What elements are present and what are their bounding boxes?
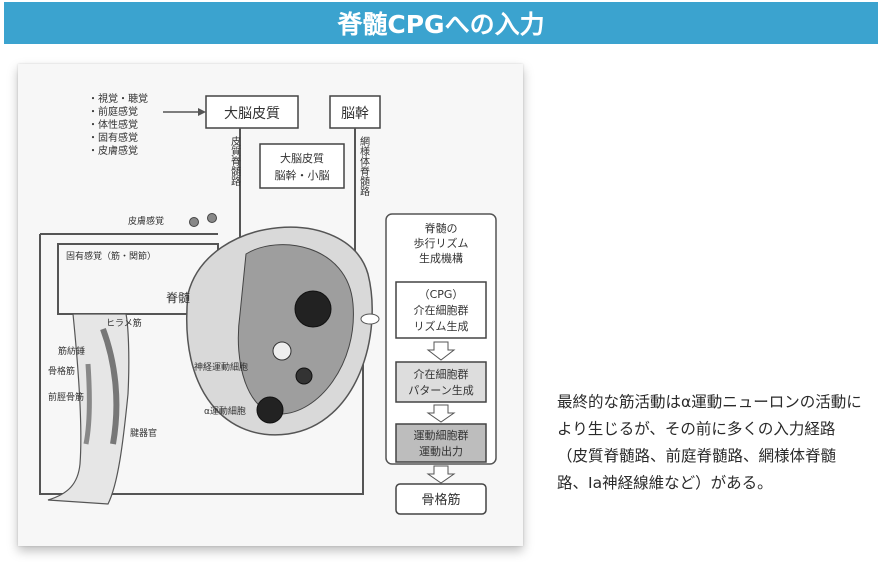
down-arrow-icon xyxy=(426,404,456,423)
spinal-gray-matter xyxy=(237,244,354,415)
skin-receptor-icon xyxy=(207,213,217,223)
cpg-line2: 介在細胞群 xyxy=(414,303,469,317)
pattern-line1: 介在細胞群 xyxy=(414,367,469,381)
sensory-input-vestibular: ・前庭感覚 xyxy=(88,105,138,118)
sensory-input-vision: ・視覚・聴覚 xyxy=(88,92,148,105)
cortex-brainstem-cerebellum-box xyxy=(259,143,345,189)
title-bar: 脊髄CPGへの入力 xyxy=(4,2,878,44)
interneuron-label: 神経運動細胞 xyxy=(194,361,248,373)
tibialis-anterior-label: 前脛骨筋 xyxy=(48,391,84,403)
motor-cell-label: α運動細胞 xyxy=(204,405,246,417)
gait-rhythm-line2: 歩行リズム xyxy=(414,236,469,250)
diagram-svg: ・視覚・聴覚 ・前庭感覚 ・体性感覚 ・固有感覚 ・皮膚感覚 大脳皮質 脳幹 皮… xyxy=(18,64,523,546)
gait-rhythm-line3: 生成機構 xyxy=(419,251,463,265)
tendon-organ-label: 腱器官 xyxy=(130,427,157,439)
cbc-label-line2: 脳幹・小脳 xyxy=(275,168,330,182)
slide-title: 脊髄CPGへの入力 xyxy=(337,10,545,39)
tibialis-muscle-shape xyxy=(83,363,92,445)
motor-neuron-icon xyxy=(256,396,284,424)
gait-rhythm-line1: 脊髄の xyxy=(425,221,458,235)
sensory-input-list: ・視覚・聴覚 ・前庭感覚 ・体性感覚 ・固有感覚 ・皮膚感覚 xyxy=(88,92,148,157)
cerebral-cortex-label: 大脳皮質 xyxy=(224,106,280,122)
muscle-spindle-label: 筋紡錘 xyxy=(58,345,85,357)
connector-ellipse xyxy=(360,313,380,325)
cpg-line3: リズム生成 xyxy=(414,319,469,333)
soleus-muscle-shape xyxy=(100,327,120,445)
feedback-loop-line xyxy=(39,234,364,495)
reticulospinal-tract-label: 網様体脊髄路 xyxy=(358,135,370,197)
spinal-cord-label: 脊髄 xyxy=(166,290,190,305)
cpg-neuron-icon xyxy=(294,290,332,328)
soleus-label: ヒラメ筋 xyxy=(106,317,142,329)
interneuron-dark-icon xyxy=(295,367,313,385)
sensory-input-somatic: ・体性感覚 xyxy=(88,118,138,131)
cerebral-cortex-box xyxy=(205,95,299,129)
cpg-rhythm-box xyxy=(395,281,487,339)
arrowhead-icon xyxy=(198,108,206,116)
motor-output-box xyxy=(395,423,487,463)
proprioception-label: 固有感覚（筋・関節） xyxy=(66,250,156,262)
corticospinal-tract-label: 皮質脊髄路 xyxy=(229,135,241,187)
motor-line1: 運動細胞群 xyxy=(414,428,469,442)
interneuron-icon xyxy=(272,341,292,361)
brainstem-label: 脳幹 xyxy=(341,105,369,122)
cpg-line1: （CPG） xyxy=(419,288,464,301)
sensory-input-skin: ・皮膚感覚 xyxy=(88,144,138,157)
cbc-label-line1: 大脳皮質 xyxy=(280,151,324,165)
skeletal-muscle-label: 骨格筋 xyxy=(421,492,460,508)
down-arrow-icon xyxy=(426,465,456,484)
skeletal-muscle-side-label: 骨格筋 xyxy=(48,365,75,377)
pattern-generation-box xyxy=(395,361,487,403)
skin-receptor-icon xyxy=(189,217,199,227)
pattern-line2: パターン生成 xyxy=(408,383,473,397)
spinal-cpg-diagram: ・視覚・聴覚 ・前庭感覚 ・体性感覚 ・固有感覚 ・皮膚感覚 大脳皮質 脳幹 皮… xyxy=(18,64,523,546)
down-arrow-icon xyxy=(426,341,456,361)
motor-line2: 運動出力 xyxy=(419,444,463,458)
description-text: 最終的な筋活動はα運動ニューロンの活動により生じるが、その前に多くの入力経路（皮… xyxy=(557,393,862,492)
sensory-input-proprioceptive: ・固有感覚 xyxy=(88,131,138,144)
skeletal-muscle-box xyxy=(395,483,487,515)
skin-sense-label: 皮膚感覚 xyxy=(128,215,164,227)
